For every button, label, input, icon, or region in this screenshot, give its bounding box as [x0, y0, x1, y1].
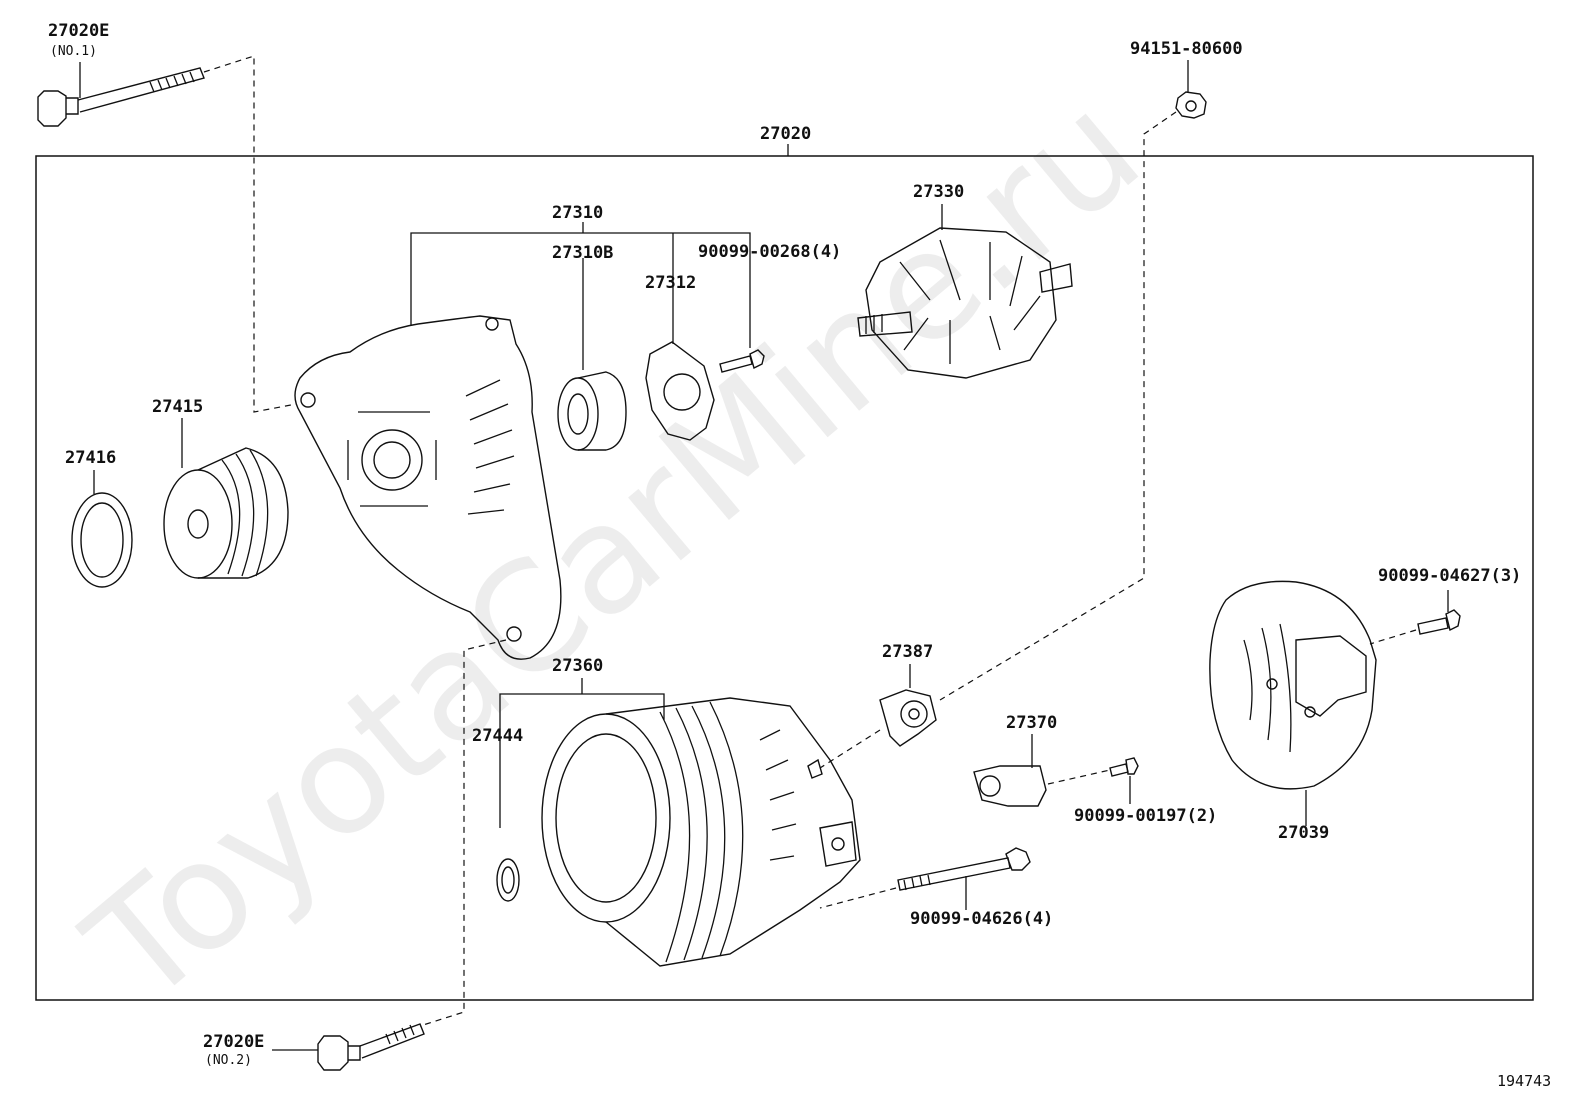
- frame-bracket: [410, 222, 751, 370]
- terminal-screw-part: [1109, 757, 1139, 777]
- through-bolt-label: 90099-04626(4): [910, 909, 1053, 929]
- bolt-no1-part: [37, 67, 205, 127]
- terminal-screw-guide: [1047, 769, 1111, 785]
- assembly-frame: [35, 155, 1534, 1001]
- terminal-insulator-label: 27370: [1006, 713, 1057, 733]
- pulley-cap-label: 27416: [65, 448, 116, 468]
- rotor-part: [857, 227, 1073, 379]
- bolt-no1-label: 27020E: [48, 21, 109, 41]
- rear-cover-part: [1209, 580, 1377, 790]
- pulley-label: 27415: [152, 397, 203, 417]
- bolt-no2-label: 27020E: [203, 1032, 264, 1052]
- collar-part: [496, 858, 520, 902]
- diagram-id: 194743: [1497, 1072, 1551, 1090]
- nut-part: [1175, 91, 1207, 119]
- stator-frame-label: 27360: [552, 656, 603, 676]
- terminal-screw-label: 90099-00197(2): [1074, 806, 1217, 826]
- brush-holder-part: [879, 689, 937, 747]
- bolt-no2-part: [317, 1023, 425, 1071]
- retainer-screw-part: [719, 349, 765, 373]
- pulley-part: [163, 447, 289, 579]
- terminal-insulator-part: [973, 765, 1047, 807]
- retainer-screw-label: 90099-00268(4): [698, 242, 841, 262]
- rear-cover-guide: [1369, 629, 1417, 645]
- pulley-cap-part: [71, 492, 133, 588]
- rotor-label: 27330: [913, 182, 964, 202]
- bolt-no2-guide: [419, 639, 507, 1027]
- brush-holder-guide: [819, 729, 881, 769]
- drive-end-frame-part: [294, 315, 562, 660]
- brush-holder-label: 27387: [882, 642, 933, 662]
- bearing-part: [557, 371, 627, 451]
- assembly-label: 27020: [760, 124, 811, 144]
- bolt-no1-sublabel: (NO.1): [50, 44, 97, 59]
- retainer-label: 27312: [645, 273, 696, 293]
- watermark: ToyotaCarMine.ru: [56, 62, 1172, 1038]
- bearing-label: 27310B: [552, 243, 613, 263]
- bolt-no2-sublabel: (NO.2): [205, 1053, 252, 1068]
- bolt-no1-guide: [203, 55, 297, 413]
- nut-label: 94151-80600: [1130, 39, 1243, 59]
- frame-label: 27310: [552, 203, 603, 223]
- through-bolt-part: [897, 847, 1031, 891]
- rear-cover-bolt-label: 90099-04627(3): [1378, 566, 1521, 586]
- rear-cover-label: 27039: [1278, 823, 1329, 843]
- collar-label: 27444: [472, 726, 523, 746]
- retainer-part: [645, 341, 715, 441]
- through-bolt-guide: [819, 887, 897, 909]
- rear-cover-bolt-part: [1417, 609, 1461, 635]
- stator-frame-part: [541, 697, 861, 967]
